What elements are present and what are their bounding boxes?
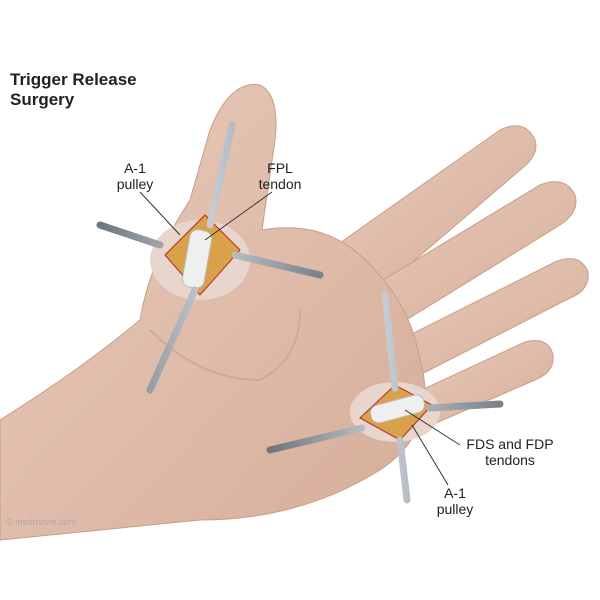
label-line: tendons (485, 452, 535, 468)
title-line-1: Trigger Release (10, 70, 137, 89)
label-line: FPL (267, 160, 293, 176)
label-line: FDS and FDP (466, 436, 554, 452)
finger-incision (266, 291, 504, 504)
thumb-incision (96, 121, 324, 394)
label-line: pulley (436, 501, 474, 517)
label-thumb-a1-pulley: A-1 pulley (100, 160, 170, 192)
label-line: pulley (116, 176, 154, 192)
hand (0, 84, 589, 541)
leader-lines (139, 191, 461, 486)
label-fds-fdp-tendons: FDS and FDP tendons (455, 436, 565, 468)
label-fpl-tendon: FPL tendon (245, 160, 315, 192)
page-title: Trigger Release Surgery (10, 70, 137, 110)
label-finger-a1-pulley: A-1 pulley (420, 485, 490, 517)
label-line: A-1 (124, 160, 146, 176)
label-line: tendon (258, 176, 302, 192)
title-line-2: Surgery (10, 90, 75, 109)
label-line: A-1 (444, 485, 466, 501)
watermark: © medmovie.com (6, 517, 77, 527)
